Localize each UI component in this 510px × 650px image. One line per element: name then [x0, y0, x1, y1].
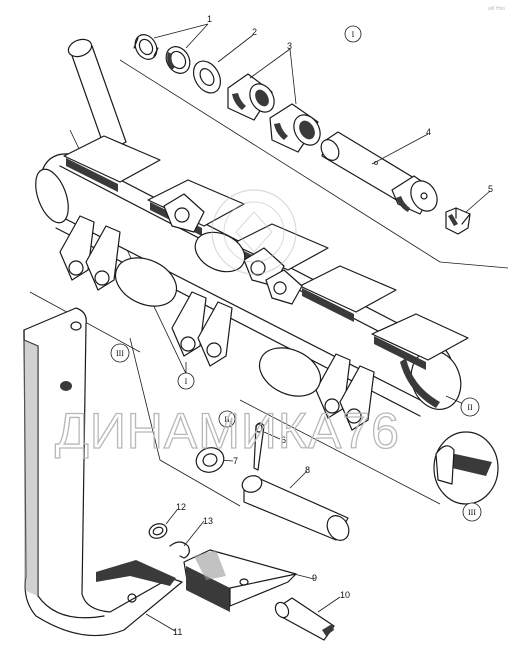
part-11-tine	[23, 307, 183, 637]
part-2-washer	[192, 60, 222, 94]
detail-iii-inset	[433, 431, 499, 505]
part-8-clevis-pin	[241, 475, 350, 541]
callout-10: 10	[340, 590, 350, 600]
callout-7: 7	[233, 456, 238, 466]
view-label-ii: II	[460, 397, 480, 417]
callout-3: 3	[287, 41, 292, 51]
part-10-pin	[274, 597, 335, 641]
watermark-emblem	[211, 189, 297, 275]
callout-2: 2	[252, 27, 257, 37]
view-label-iii-right: III	[462, 502, 482, 522]
part-7-washer	[195, 447, 225, 473]
part-4-pin	[320, 131, 438, 215]
part-12-13-washer-clip	[148, 523, 190, 559]
beam-assembly	[29, 38, 469, 431]
view-label-iii-left: III	[110, 343, 130, 363]
hinge-brackets	[59, 193, 375, 431]
svg-text:III: III	[116, 349, 124, 358]
watermark: ДИНАМИКА76	[55, 403, 400, 459]
view-label-i-mid: I	[177, 372, 195, 390]
svg-text:II: II	[224, 415, 230, 424]
callout-13: 13	[203, 516, 213, 526]
part-9-shoe	[183, 549, 297, 612]
view-iii-frame	[129, 337, 441, 507]
svg-text:I: I	[352, 30, 355, 39]
part-5-bolt	[445, 207, 471, 235]
callout-1: 1	[207, 14, 212, 24]
callout-11: 11	[173, 627, 182, 637]
callout-8: 8	[305, 465, 310, 475]
callout-5: 5	[488, 184, 493, 194]
svg-text:II: II	[467, 403, 473, 412]
callout-12: 12	[176, 502, 186, 512]
view-label-ii-small: II	[218, 410, 236, 428]
part-3-bushings	[227, 73, 321, 153]
callout-lines	[145, 23, 491, 632]
callout-9: 9	[312, 573, 317, 583]
svg-text:III: III	[468, 508, 476, 517]
callout-6: 6	[281, 435, 286, 445]
callout-4: 4	[426, 127, 431, 137]
corner-mark: аФ Нпо	[488, 6, 505, 12]
part-6-cotter-pin	[253, 422, 265, 471]
svg-text:I: I	[185, 377, 188, 386]
part-1-nuts	[133, 34, 191, 74]
view-label-i-top: I	[344, 25, 362, 43]
